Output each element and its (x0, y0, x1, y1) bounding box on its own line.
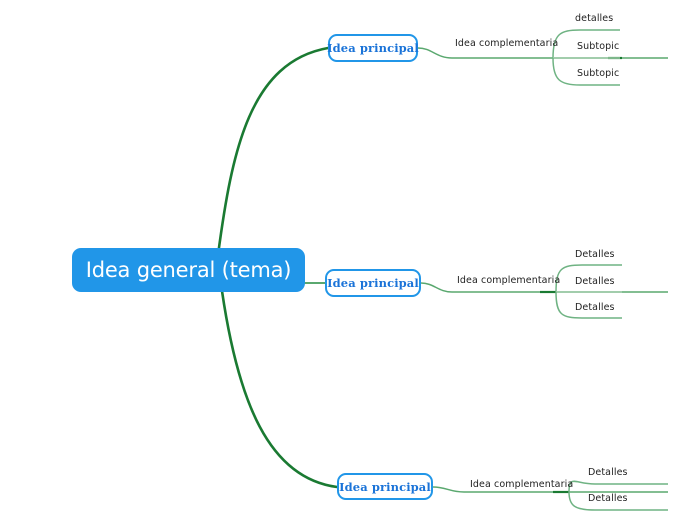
leaf-label[interactable]: Detalles (575, 276, 615, 287)
main-idea-node-1[interactable]: Idea principal (327, 34, 419, 62)
leaf-label[interactable]: Subtopic (577, 68, 620, 79)
leaf-curve-0-2 (552, 57, 620, 86)
leaf-curve-2-1 (568, 491, 668, 511)
trunk-curve-bottom (220, 289, 339, 489)
leaf-label[interactable]: detalles (575, 13, 614, 24)
branch-line-2 (432, 486, 668, 493)
main-idea-label: Idea principal (339, 479, 431, 494)
branch-line-0 (417, 47, 668, 59)
leaf-label[interactable]: Detalles (575, 302, 615, 313)
complementary-idea-label-2[interactable]: Idea complementaria (457, 275, 561, 286)
leaf-label[interactable]: Subtopic (577, 41, 620, 52)
leaf-curve-2-0 (568, 480, 668, 493)
leaf-label[interactable]: Detalles (588, 493, 628, 504)
central-node-label: Idea general (tema) (85, 258, 292, 282)
central-node[interactable]: Idea general (tema) (72, 248, 305, 292)
main-idea-node-2[interactable]: Idea principal (325, 269, 421, 297)
trunk-curve-top (216, 46, 330, 257)
leaf-label[interactable]: Detalles (575, 249, 615, 260)
leaf-label[interactable]: Detalles (588, 467, 628, 478)
complementary-idea-label-1[interactable]: Idea complementaria (455, 38, 559, 49)
main-idea-label: Idea principal (327, 276, 419, 290)
branch-line-1 (420, 282, 668, 293)
leaf-curve-0-0 (552, 29, 620, 59)
complementary-idea-label-3[interactable]: Idea complementaria (470, 479, 574, 490)
leaf-curve-1-2 (555, 291, 622, 319)
main-idea-node-3[interactable]: Idea principal (337, 473, 433, 500)
main-idea-label: Idea principal (327, 41, 419, 55)
leaf-curve-1-0 (555, 264, 622, 293)
